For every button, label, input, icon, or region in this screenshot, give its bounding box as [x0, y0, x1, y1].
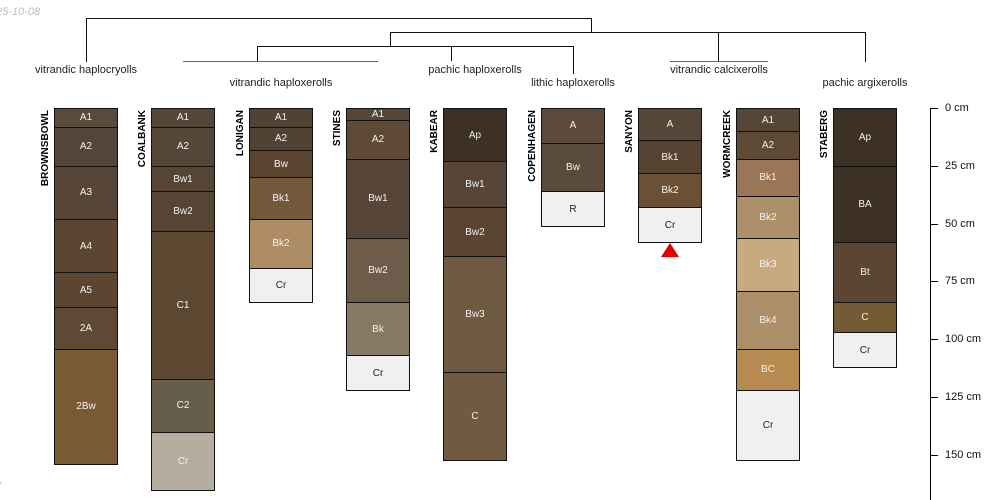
- horizon: C: [443, 371, 507, 461]
- horizon: Bk1: [736, 158, 800, 197]
- horizon: A1: [736, 108, 800, 133]
- horizon: Ap: [443, 108, 507, 163]
- horizon: Bk3: [736, 237, 800, 292]
- horizon: Bw2: [151, 191, 215, 232]
- horizon: Cr: [249, 267, 313, 304]
- horizon: A: [541, 108, 605, 144]
- horizon: Bw3: [443, 256, 507, 373]
- horizon: Cr: [151, 431, 215, 491]
- horizon: C: [833, 302, 897, 334]
- profile-name: LONIGAN: [235, 110, 246, 157]
- taxon-label: vitrandic haploxerolls: [229, 77, 333, 89]
- horizon: Bw1: [346, 158, 410, 239]
- horizon: A1: [249, 108, 313, 128]
- horizon: A1: [151, 108, 215, 128]
- horizon: Bw1: [443, 161, 507, 209]
- horizon: Bk2: [736, 195, 800, 239]
- horizon: C1: [151, 230, 215, 380]
- axis-tick-label: 100 cm: [945, 333, 982, 346]
- dendro-branch-2: [257, 46, 574, 74]
- axis-tick: [930, 223, 938, 225]
- horizon: Ap: [833, 108, 897, 167]
- axis-tick: [930, 281, 938, 283]
- footer-mark: /: [0, 480, 1, 492]
- horizon: Bk1: [638, 140, 702, 174]
- horizon: 2Bw: [54, 348, 118, 466]
- horizon: R: [541, 191, 605, 227]
- horizon: Cr: [346, 355, 410, 392]
- axis-tick-label: 25 cm: [945, 159, 975, 172]
- horizon: A4: [54, 219, 118, 274]
- horizon: Bk2: [638, 172, 702, 209]
- horizon: A2: [54, 126, 118, 167]
- taxon-label: lithic haploxerolls: [531, 77, 615, 89]
- horizon: A2: [151, 126, 215, 167]
- profile-name: SANYON: [624, 110, 635, 153]
- profile-name: BROWNSBOWL: [40, 110, 51, 187]
- horizon: A3: [54, 165, 118, 220]
- profile-name: COPENHAGEN: [527, 110, 538, 182]
- horizon: Cr: [833, 332, 897, 369]
- horizon: A1: [54, 108, 118, 128]
- taxon-label: vitrandic calcixerolls: [670, 64, 768, 76]
- profile-name: STINES: [332, 110, 343, 147]
- horizon: Bk4: [736, 290, 800, 350]
- axis-tick: [930, 339, 938, 341]
- horizon: BC: [736, 348, 800, 392]
- horizon: A5: [54, 272, 118, 308]
- axis-tick-label: 75 cm: [945, 275, 975, 288]
- horizon: C2: [151, 378, 215, 433]
- horizon: Bw2: [443, 207, 507, 258]
- taxon-label: vitrandic haplocryolls: [34, 64, 138, 76]
- axis-tick: [930, 165, 938, 167]
- profile-name: KABEAR: [429, 110, 440, 153]
- taxon-label: pachic haploxerolls: [428, 64, 522, 76]
- axis-tick-label: 150 cm: [945, 448, 982, 461]
- horizon: A2: [249, 126, 313, 151]
- horizon: BA: [833, 165, 897, 244]
- horizon: Bt: [833, 242, 897, 304]
- profile-name: WORMCREEK: [722, 110, 733, 178]
- taxon-label: pachic argixerolls: [822, 77, 908, 89]
- horizon: A: [638, 108, 702, 142]
- horizon: A2: [736, 131, 800, 160]
- profile-name: STABERG: [819, 110, 830, 159]
- axis-tick-label: 125 cm: [945, 391, 982, 404]
- horizon: 2A: [54, 306, 118, 350]
- horizon: A2: [346, 119, 410, 160]
- profile-name: COALBANK: [137, 110, 148, 168]
- horizon: Cr: [638, 207, 702, 244]
- axis-tick: [930, 454, 938, 456]
- axis-tick: [930, 397, 938, 399]
- axis-tick-label: 0 cm: [945, 102, 969, 114]
- axis-tick-label: 50 cm: [945, 217, 975, 230]
- horizon: Bw: [249, 149, 313, 179]
- bedrock-marker-icon: [661, 243, 679, 258]
- horizon: Cr: [736, 390, 800, 461]
- horizon: Bk2: [249, 219, 313, 269]
- horizon: Bw: [541, 142, 605, 193]
- axis-tick: [930, 108, 938, 109]
- dendrogram: [86, 18, 866, 74]
- depth-axis: [930, 108, 931, 500]
- horizon: Bk: [346, 302, 410, 357]
- horizon: Bw1: [151, 165, 215, 193]
- dendro-branch-1: [390, 32, 866, 62]
- date-stamp: 025-10-08: [0, 6, 41, 18]
- horizon: Bk1: [249, 177, 313, 220]
- dendro-branch-root: [86, 18, 592, 62]
- horizon: Bw2: [346, 237, 410, 304]
